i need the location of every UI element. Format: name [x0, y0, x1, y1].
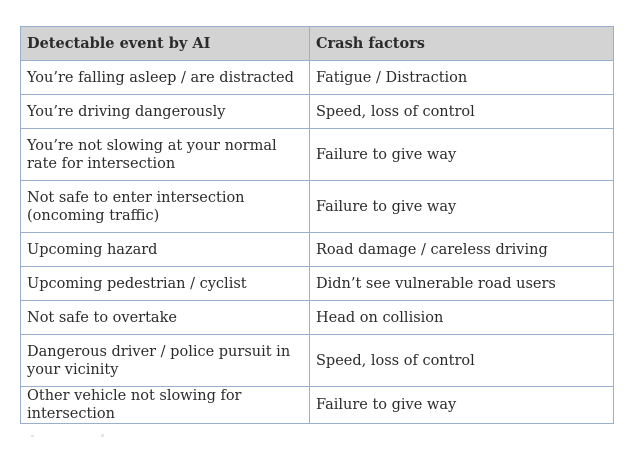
table-row: Dangerous driver / police pursuit in you…: [20, 334, 614, 387]
factor-cell: Fatigue / Distraction: [309, 60, 614, 95]
faint-caption-mark: [31, 434, 104, 437]
column-header-factor: Crash factors: [309, 26, 614, 61]
crash-factors-table: Detectable event by AI Crash factors You…: [20, 26, 614, 424]
event-cell: You’re not slowing at your normal rate f…: [20, 128, 310, 181]
factor-cell: Failure to give way: [309, 128, 614, 181]
event-cell: Dangerous driver / police pursuit in you…: [20, 334, 310, 387]
table-row: Upcoming pedestrian / cyclist Didn’t see…: [20, 266, 614, 301]
table-row: Not safe to enter intersection (oncoming…: [20, 180, 614, 233]
table-row: Not safe to overtake Head on collision: [20, 300, 614, 335]
event-cell: Not safe to overtake: [20, 300, 310, 335]
event-cell: Other vehicle not slowing for intersecti…: [20, 386, 310, 424]
table-header-row: Detectable event by AI Crash factors: [20, 26, 614, 61]
factor-cell: Failure to give way: [309, 386, 614, 424]
event-cell: You’re falling asleep / are distracted: [20, 60, 310, 95]
table-row: You’re not slowing at your normal rate f…: [20, 128, 614, 181]
factor-cell: Road damage / careless driving: [309, 232, 614, 267]
crash-factors-table-container: Detectable event by AI Crash factors You…: [20, 26, 614, 424]
event-cell: Upcoming hazard: [20, 232, 310, 267]
factor-cell: Head on collision: [309, 300, 614, 335]
factor-cell: Speed, loss of control: [309, 334, 614, 387]
column-header-event: Detectable event by AI: [20, 26, 310, 61]
event-cell: Upcoming pedestrian / cyclist: [20, 266, 310, 301]
event-cell: Not safe to enter intersection (oncoming…: [20, 180, 310, 233]
event-cell: You’re driving dangerously: [20, 94, 310, 129]
factor-cell: Failure to give way: [309, 180, 614, 233]
factor-cell: Didn’t see vulnerable road users: [309, 266, 614, 301]
factor-cell: Speed, loss of control: [309, 94, 614, 129]
table-row: Other vehicle not slowing for intersecti…: [20, 386, 614, 424]
table-row: You’re falling asleep / are distracted F…: [20, 60, 614, 95]
table-row: You’re driving dangerously Speed, loss o…: [20, 94, 614, 129]
table-row: Upcoming hazard Road damage / careless d…: [20, 232, 614, 267]
